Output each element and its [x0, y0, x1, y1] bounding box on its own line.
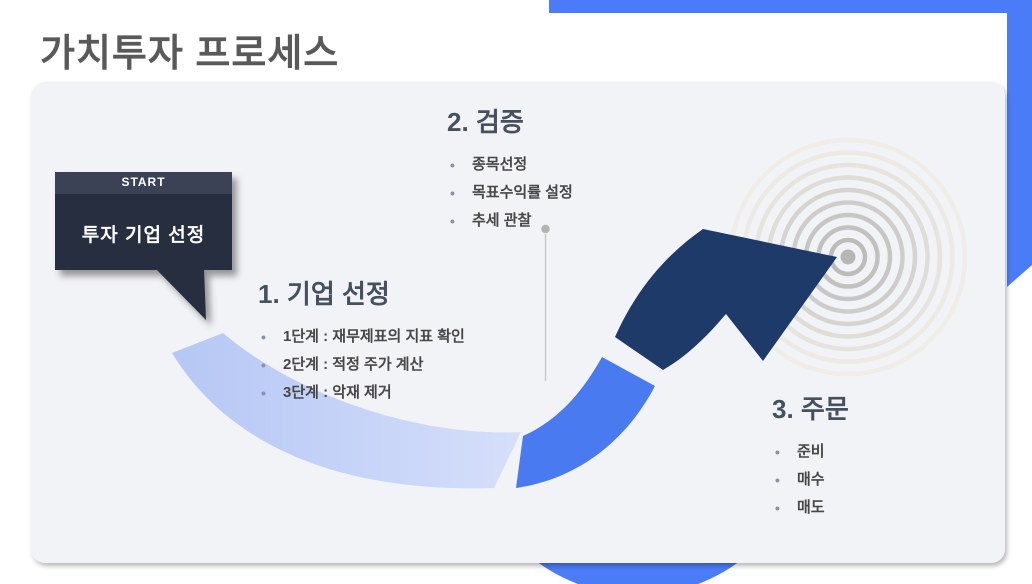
start-badge: START [121, 175, 166, 189]
list-item: 1단계 : 재무제표의 지표 확인 [258, 323, 465, 351]
section-3-bullets: 준비 매수 매도 [772, 438, 849, 522]
list-item: 준비 [772, 438, 849, 466]
list-item: 추세 관찰 [447, 207, 573, 235]
section-company-selection: 1. 기업 선정 1단계 : 재무제표의 지표 확인 2단계 : 적정 주가 계… [258, 274, 465, 407]
list-item: 매수 [772, 466, 849, 494]
slide-title: 가치투자 프로세스 [40, 33, 340, 75]
arc-segment-blue [516, 357, 655, 488]
list-item: 매도 [772, 494, 849, 522]
curved-arrow-icon [615, 229, 837, 370]
start-callout-label: 투자 기업 선정 [81, 225, 206, 246]
section-1-bullets: 1단계 : 재무제표의 지표 확인 2단계 : 적정 주가 계산 3단계 : 악… [258, 323, 465, 407]
list-item: 3단계 : 악재 제거 [258, 379, 465, 407]
title-card [0, 13, 1006, 100]
section-3-heading: 3. 주문 [772, 394, 849, 424]
list-item: 종목선정 [447, 151, 573, 179]
list-item: 2단계 : 적정 주가 계산 [258, 351, 465, 379]
section-order: 3. 주문 준비 매수 매도 [772, 389, 849, 522]
section-verification: 2. 검증 종목선정 목표수익률 설정 추세 관찰 [447, 102, 573, 235]
list-item: 목표수익률 설정 [447, 179, 573, 207]
section-2-heading: 2. 검증 [447, 107, 524, 137]
section-2-bullets: 종목선정 목표수익률 설정 추세 관찰 [447, 151, 573, 235]
section-1-heading: 1. 기업 선정 [258, 279, 390, 309]
start-callout-bubble [55, 172, 232, 320]
